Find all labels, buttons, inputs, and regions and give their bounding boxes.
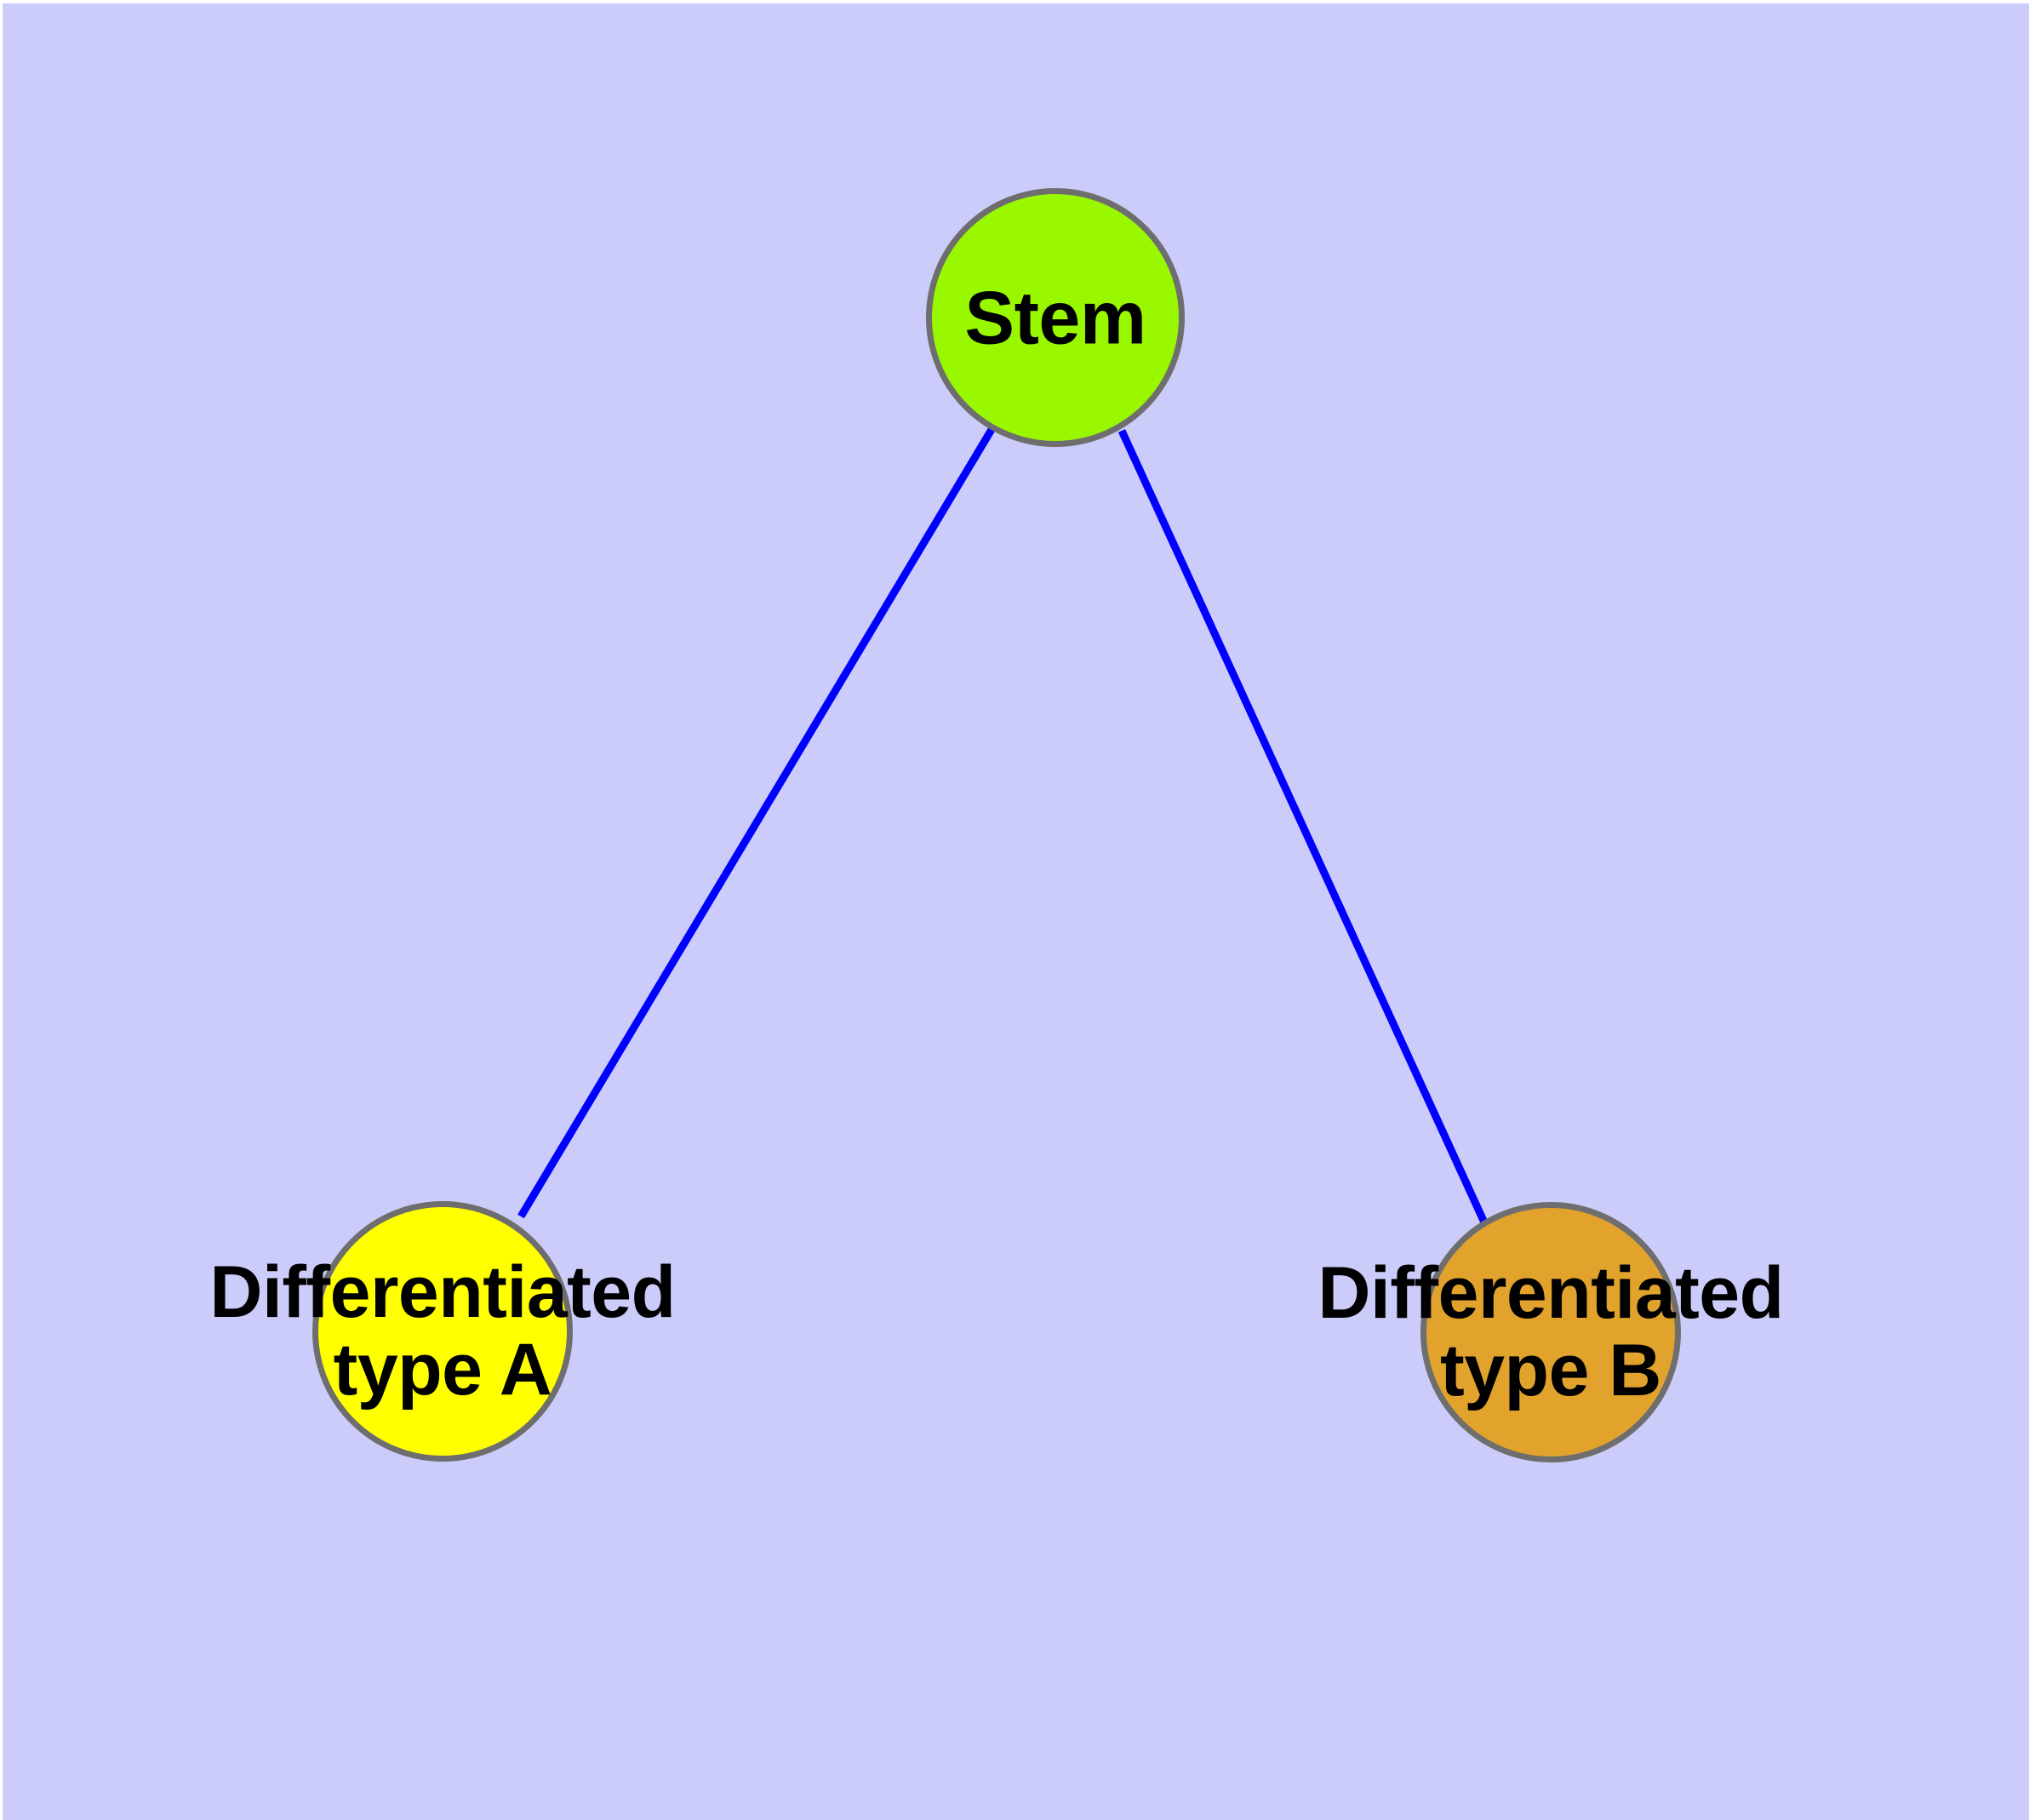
node-stem[interactable]: Stem bbox=[926, 188, 1185, 447]
edge-layer bbox=[517, 426, 1489, 1224]
edge-stem-to-diff-a[interactable] bbox=[517, 426, 996, 1219]
edge-stem-to-diff-b[interactable] bbox=[1117, 429, 1489, 1224]
node-stem-label: Stem bbox=[964, 275, 1146, 360]
